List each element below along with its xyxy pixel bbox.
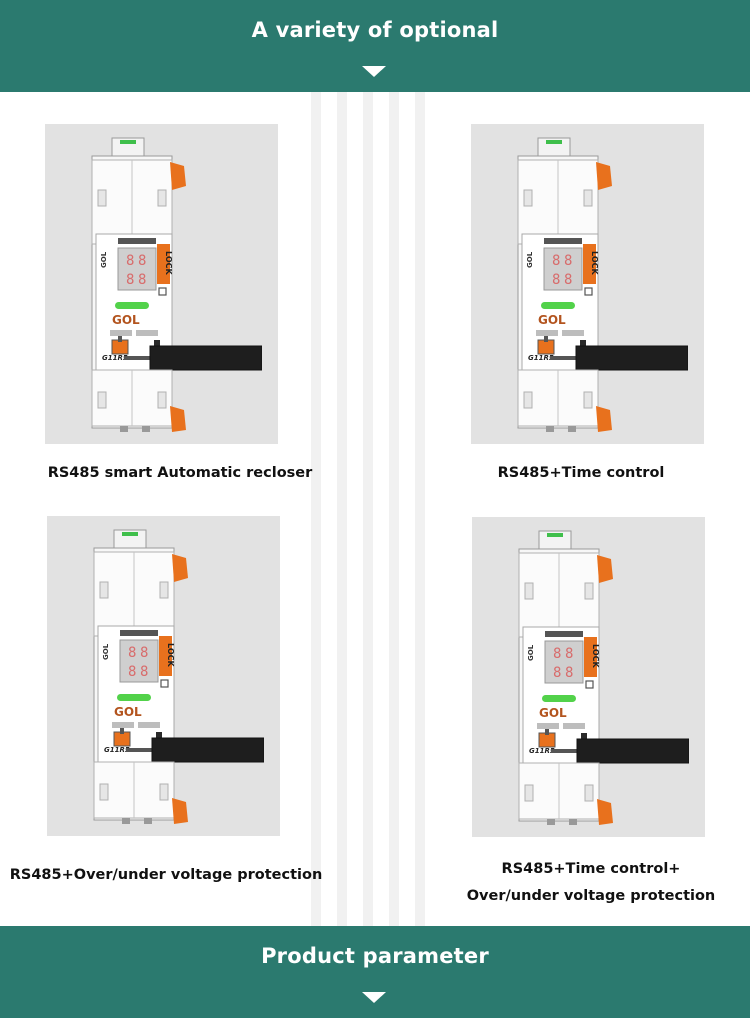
svg-text:GOL: GOL bbox=[538, 313, 566, 327]
svg-text:8: 8 bbox=[564, 253, 572, 269]
product-card: 8 8 8 8 GOL LOCK GOL G11R5 bbox=[47, 516, 280, 836]
svg-text:GOL: GOL bbox=[114, 705, 142, 719]
caption-line: RS485+Over/under voltage protection bbox=[9, 867, 323, 883]
svg-text:LOCK: LOCK bbox=[591, 644, 600, 668]
svg-text:GOL: GOL bbox=[526, 251, 534, 268]
svg-text:GOL: GOL bbox=[539, 706, 567, 720]
arrow-down-icon bbox=[362, 992, 386, 1003]
circuit-breaker-image: 8 8 8 8 GOL LOCK GOL G11R5 bbox=[518, 530, 689, 825]
svg-text:8: 8 bbox=[565, 646, 573, 662]
svg-text:8: 8 bbox=[553, 665, 561, 681]
svg-text:G11R5: G11R5 bbox=[104, 746, 130, 754]
caption-line: RS485 smart Automatic recloser bbox=[47, 465, 313, 481]
product-caption: RS485 smart Automatic recloser bbox=[20, 460, 340, 487]
svg-text:LOCK: LOCK bbox=[590, 251, 599, 275]
product-caption: RS485+Over/under voltage protection bbox=[0, 862, 332, 889]
svg-text:8: 8 bbox=[140, 645, 148, 661]
svg-text:8: 8 bbox=[140, 664, 148, 680]
svg-text:G11R5: G11R5 bbox=[529, 747, 555, 755]
svg-text:8: 8 bbox=[553, 646, 561, 662]
section-title: A variety of optional bbox=[251, 18, 499, 42]
caption-line: RS485+Time control bbox=[497, 465, 665, 481]
product-caption: RS485+Time control bbox=[430, 460, 732, 487]
svg-text:8: 8 bbox=[552, 272, 560, 288]
svg-text:G11R5: G11R5 bbox=[102, 354, 128, 362]
svg-text:G11R5: G11R5 bbox=[528, 354, 554, 362]
circuit-breaker-image: 8 8 8 8 GOL LOCK GOL G11R5 bbox=[91, 137, 262, 432]
svg-text:8: 8 bbox=[138, 272, 146, 288]
svg-text:8: 8 bbox=[565, 665, 573, 681]
section-header-banner: Product parameter bbox=[0, 926, 750, 1018]
svg-text:GOL: GOL bbox=[527, 644, 535, 661]
svg-text:8: 8 bbox=[126, 272, 134, 288]
caption-line: RS485+Time control+ bbox=[501, 861, 681, 877]
section-title: Product parameter bbox=[261, 944, 489, 968]
svg-text:8: 8 bbox=[138, 253, 146, 269]
decorative-stripes bbox=[305, 92, 445, 926]
product-card: 8 8 8 8 GOL LOCK GOL G11R5 bbox=[472, 517, 705, 837]
svg-text:8: 8 bbox=[128, 645, 136, 661]
svg-text:8: 8 bbox=[564, 272, 572, 288]
svg-text:8: 8 bbox=[126, 253, 134, 269]
product-caption: RS485+Time control+ Over/under voltage p… bbox=[440, 856, 742, 910]
product-card: 8 8 8 8 GOL LOCK GOL G11R5 bbox=[45, 124, 278, 444]
svg-text:LOCK: LOCK bbox=[164, 251, 173, 275]
svg-text:GOL: GOL bbox=[100, 251, 108, 268]
circuit-breaker-image: 8 8 8 8 GOL LOCK GOL G11R5 bbox=[517, 137, 688, 432]
product-card: 8 8 8 8 GOL LOCK GOL G11R5 bbox=[471, 124, 704, 444]
svg-text:8: 8 bbox=[552, 253, 560, 269]
svg-text:GOL: GOL bbox=[102, 643, 110, 660]
svg-text:GOL: GOL bbox=[112, 313, 140, 327]
caption-line: Over/under voltage protection bbox=[466, 888, 716, 904]
svg-text:8: 8 bbox=[128, 664, 136, 680]
svg-text:LOCK: LOCK bbox=[166, 643, 175, 667]
section-header-banner: A variety of optional bbox=[0, 0, 750, 92]
circuit-breaker-image: 8 8 8 8 GOL LOCK GOL G11R5 bbox=[93, 529, 264, 824]
arrow-down-icon bbox=[362, 66, 386, 77]
